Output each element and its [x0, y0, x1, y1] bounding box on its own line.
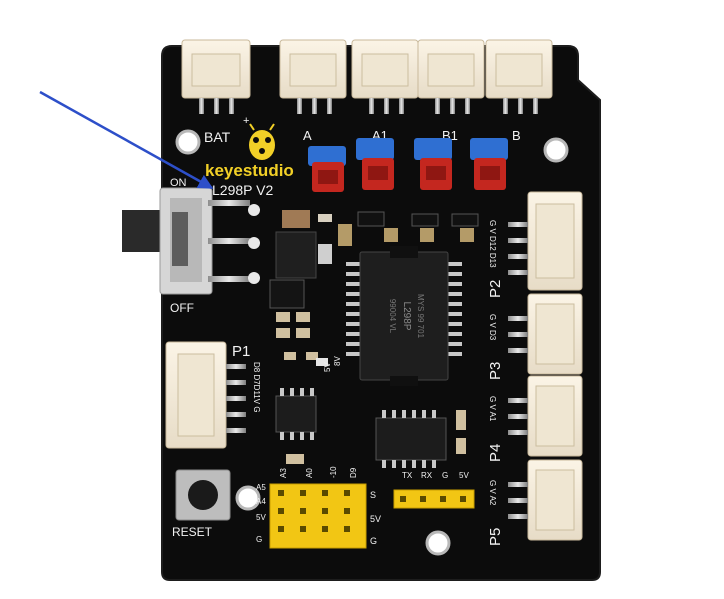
- label-off: OFF: [170, 301, 194, 315]
- smd-components: [269, 210, 479, 366]
- analog-left-a4: A4: [256, 497, 266, 506]
- keyestudio-logo: [249, 123, 275, 160]
- label-led-5v: 5V: [323, 362, 332, 372]
- right-col-g: G: [370, 536, 377, 546]
- label-motor-b: B: [512, 128, 521, 143]
- label-p1-pins: D8 D7D11V G: [252, 362, 261, 413]
- label-plus: +: [243, 115, 249, 127]
- label-led-8v: 8V: [333, 356, 342, 366]
- annotation-arrow: [39, 90, 214, 190]
- p1-connector: [165, 341, 246, 449]
- reset-button: [175, 469, 231, 521]
- small-ic-right: [286, 410, 466, 468]
- uart-rx: RX: [421, 471, 433, 480]
- label-p1: P1: [232, 343, 250, 360]
- analog-left-5v: 5V: [256, 513, 266, 522]
- label-p3-pins: G V D3: [488, 314, 497, 341]
- small-ic-left: [275, 388, 317, 440]
- top-connectors: [181, 39, 553, 99]
- label-p2: P2: [487, 280, 504, 298]
- analog-left-g: G: [256, 535, 262, 544]
- analog-header: [269, 483, 367, 549]
- chip-marking-3: MYS 99 701: [416, 294, 425, 339]
- right-col-5v: 5V: [370, 514, 381, 524]
- uart-tx: TX: [402, 471, 413, 480]
- uart-header: [393, 489, 475, 509]
- label-p5: P5: [487, 528, 504, 546]
- uart-g: G: [442, 471, 448, 480]
- label-p3: P3: [487, 362, 504, 380]
- chip-marking-1: L298P: [401, 302, 412, 331]
- label-p4-pins: G V A1: [488, 396, 497, 422]
- top-connector-pins: [199, 98, 538, 114]
- l298p-chip: L298P 99004 VL MYS 99 701: [346, 246, 462, 386]
- right-connectors: [508, 191, 583, 541]
- analog-top-d9: D9: [349, 467, 358, 478]
- uart-5v: 5V: [459, 471, 469, 480]
- model-text: L298P V2: [212, 182, 273, 198]
- analog-top-10: -10: [329, 466, 338, 478]
- label-on: ON: [170, 177, 187, 189]
- right-col-s: S: [370, 490, 376, 500]
- analog-left-a5: A5: [256, 483, 266, 492]
- jumper-row: [308, 138, 508, 192]
- chip-marking-2: 99004 VL: [388, 299, 397, 334]
- analog-top-a3: A3: [279, 468, 288, 478]
- analog-top-a0: A0: [305, 468, 314, 478]
- mounting-holes: [175, 129, 569, 556]
- brand-text: keyestudio: [205, 161, 294, 180]
- label-reset: RESET: [172, 525, 213, 539]
- label-bat: BAT: [204, 129, 231, 145]
- label-p5-pins: G V A2: [488, 480, 497, 506]
- label-motor-a: A: [303, 128, 312, 143]
- label-p4: P4: [487, 444, 504, 462]
- power-switch: [122, 187, 260, 295]
- label-p2-pins: G V D12 D13: [488, 220, 497, 268]
